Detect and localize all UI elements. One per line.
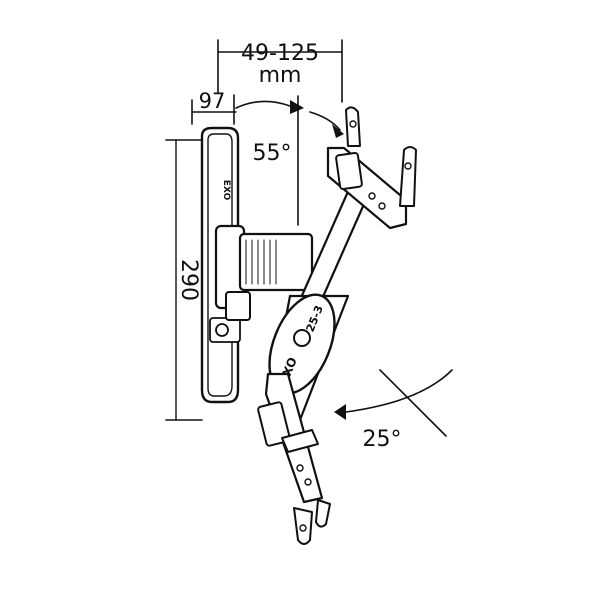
wall-plate-screw	[215, 323, 229, 337]
tilt-head-pivot	[293, 329, 311, 347]
tilt-head: EXO 25-3	[268, 293, 336, 395]
wall-plate-depth-dimension: 97	[191, 89, 237, 125]
lower-vesa-bracket	[257, 372, 331, 545]
swivel-arrow-right-head	[332, 124, 344, 138]
tilt-angle-label: 25°	[363, 427, 402, 452]
height-label: 290	[176, 259, 201, 301]
depth-range-label: 49-125	[241, 41, 319, 66]
depth-range-dimension: 49-125 mm	[217, 39, 343, 103]
wall-plate-brand-mark: EXO	[221, 180, 231, 201]
hinge-arm	[214, 224, 314, 321]
swivel-angle-label: 55°	[253, 141, 292, 166]
tilt-angle-indicator: 25°	[334, 369, 453, 452]
height-dimension: 290	[165, 139, 203, 421]
hinge-ribs	[245, 239, 277, 285]
wall-plate-depth-label: 97	[199, 89, 226, 113]
upper-vesa-bracket	[326, 106, 417, 230]
tilt-arrow-head	[334, 404, 346, 420]
depth-unit-label: mm	[259, 63, 302, 88]
swivel-arrow-left-head	[290, 100, 304, 114]
swivel-angle-indicator: 55°	[235, 95, 344, 226]
